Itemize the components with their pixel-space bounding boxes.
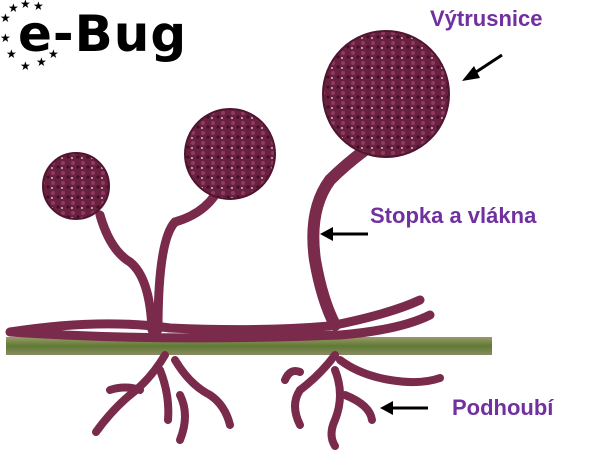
label-mycelium: Podhoubí (452, 395, 553, 421)
arrow-sporangium-icon (462, 55, 502, 81)
ebug-logo: e-Bug (18, 4, 187, 64)
label-sporangium: Výtrusnice (430, 6, 543, 32)
arrow-mycelium-icon (380, 401, 428, 415)
svg-text:★: ★ (0, 31, 11, 45)
sporangium-small (43, 153, 109, 219)
svg-text:★: ★ (6, 47, 17, 61)
horizontal-hypha (10, 300, 430, 338)
arrow-stalk-icon (320, 227, 368, 241)
sporangium-medium (185, 109, 275, 199)
label-stalk: Stopka a vlákna (370, 203, 536, 229)
root-mycelium (96, 355, 440, 446)
sporangium-large (323, 31, 449, 157)
